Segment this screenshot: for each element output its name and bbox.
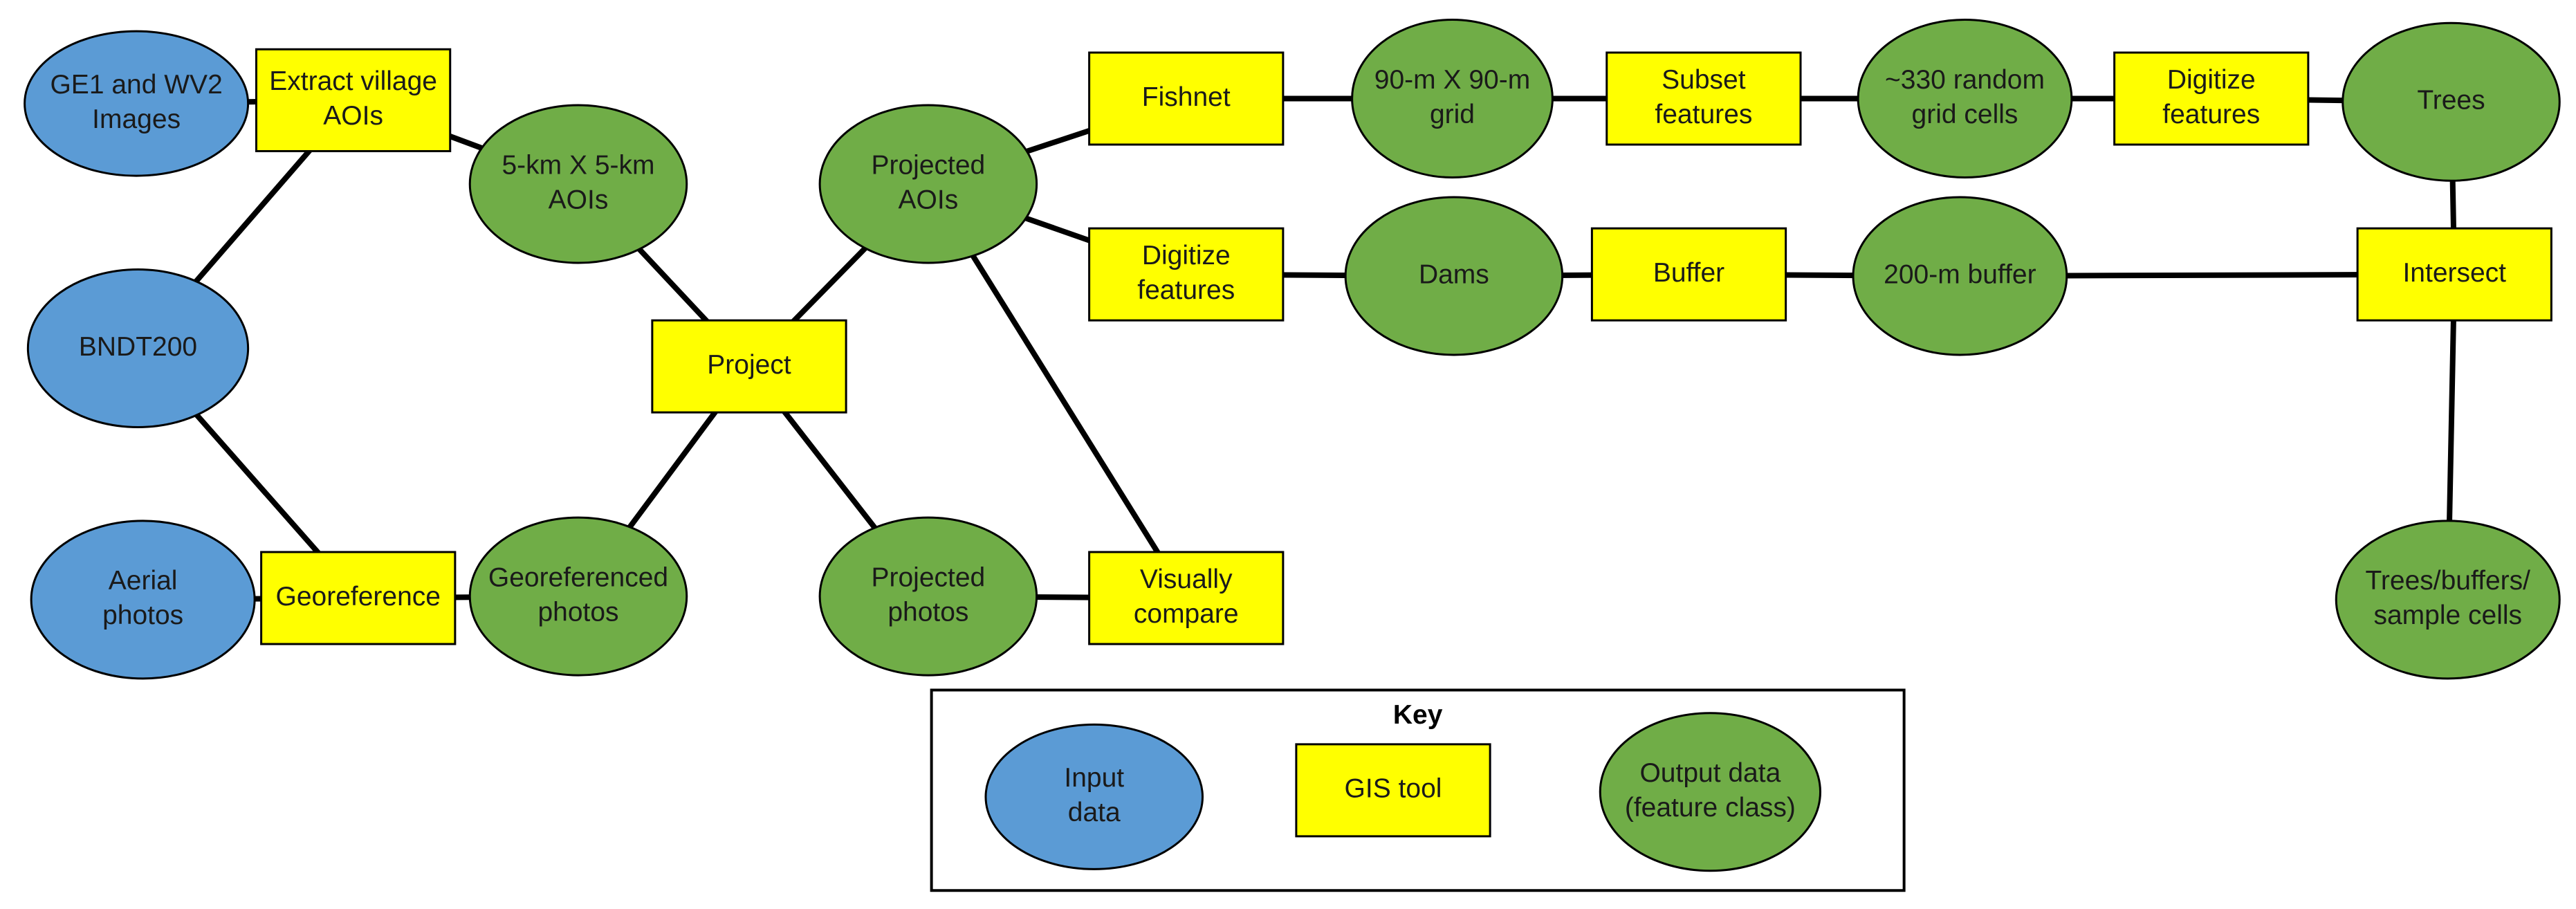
intersect-label-1: Intersect [2402, 258, 2506, 288]
grid-90m-label-1: 90-m X 90-m [1374, 65, 1530, 95]
node-digitize-mid: Digitize features [1088, 227, 1285, 322]
node-buffer: Buffer [1590, 227, 1787, 322]
random-cells-label-2: grid cells [1912, 100, 2018, 129]
node-project: Project [651, 319, 847, 414]
key-output-label-2: (feature class) [1625, 793, 1796, 823]
digitize-top-label-1: Digitize [2167, 65, 2256, 95]
projected-photos-label-1: Projected [871, 562, 985, 592]
grid-90m-ellipse [1351, 19, 1554, 178]
buffer-label-1: Buffer [1653, 258, 1724, 288]
trees-buffers-label-1: Trees/buffers/ [2366, 566, 2531, 596]
aoi-5km-label-2: AOIs [549, 185, 609, 214]
subset-features-label-1: Subset [1662, 65, 1746, 95]
dams-label-1: Dams [1419, 259, 1489, 289]
extract-village-label-1: Extract village [269, 66, 437, 96]
aerial-photos-label-1: Aerial [109, 566, 178, 596]
node-buffer-200m: 200-m buffer [1852, 196, 2068, 356]
visually-compare-label-1: Visually [1140, 564, 1233, 594]
aoi-5km-label-1: 5-km X 5-km [502, 150, 654, 180]
key-input-label-1: Input [1064, 763, 1124, 793]
key-title: Key [1393, 700, 1443, 730]
georef-photos-label-2: photos [537, 597, 618, 627]
node-trees: Trees [2342, 21, 2561, 182]
georef-photos-ellipse [468, 516, 688, 677]
trees-label-1: Trees [2417, 86, 2485, 116]
buffer-200m-ellipse [1852, 196, 2068, 356]
projected-aois-ellipse [818, 104, 1038, 264]
node-dams: Dams [1344, 196, 1564, 356]
ge1-wv2-label-1: GE1 and WV2 [50, 70, 222, 100]
project-box [651, 319, 847, 414]
key-input-ellipse [984, 723, 1204, 870]
node-fishnet: Fishnet [1088, 51, 1285, 146]
node-visually-compare: Visually compare [1088, 551, 1285, 645]
trees-buffers-ellipse [2335, 520, 2561, 680]
aerial-photos-ellipse [30, 520, 256, 680]
node-projected-photos: Projected photos [818, 516, 1038, 677]
projected-photos-ellipse [818, 516, 1038, 677]
key-output-ellipse [1599, 712, 1821, 872]
random-cells-ellipse [1857, 19, 2073, 178]
georeference-box [260, 551, 457, 645]
trees-ellipse [2342, 21, 2561, 182]
project-label-1: Project [707, 350, 791, 380]
intersect-box [2356, 227, 2552, 322]
key-output-label-1: Output data [1639, 758, 1781, 788]
projected-aois-label-1: Projected [871, 150, 985, 180]
node-subset-features: Subset features [1606, 51, 1802, 146]
georeference-label-1: Georeference [276, 582, 441, 612]
node-key-tool: GIS tool [1295, 743, 1491, 838]
digitize-top-box [2113, 51, 2310, 146]
node-random-cells: ~330 random grid cells [1857, 19, 2073, 178]
node-intersect: Intersect [2356, 227, 2552, 322]
bndt200-label-1: BNDT200 [79, 332, 197, 362]
subset-features-box [1606, 51, 1802, 146]
node-digitize-top: Digitize features [2113, 51, 2310, 146]
random-cells-label-1: ~330 random [1885, 65, 2045, 95]
dams-ellipse [1344, 196, 1564, 356]
trees-buffers-label-2: sample cells [2373, 600, 2522, 630]
digitize-top-label-2: features [2162, 100, 2260, 129]
node-georef-photos: Georeferenced photos [468, 516, 688, 677]
digitize-mid-label-2: features [1137, 275, 1235, 305]
node-bndt200: BNDT200 [26, 268, 250, 428]
projected-photos-label-2: photos [887, 597, 968, 627]
visually-compare-box [1088, 551, 1285, 645]
georef-photos-label-1: Georeferenced [488, 562, 668, 592]
node-aerial-photos: Aerial photos [30, 520, 256, 680]
digitize-mid-box [1088, 227, 1285, 322]
key-input-label-2: data [1068, 798, 1121, 827]
extract-village-label-2: AOIs [323, 101, 383, 131]
ge1-wv2-ellipse [24, 30, 250, 177]
aoi-5km-ellipse [468, 104, 688, 264]
buffer-box [1590, 227, 1787, 322]
digitize-mid-label-1: Digitize [1142, 241, 1231, 270]
node-key-output: Output data (feature class) [1599, 712, 1821, 872]
ge1-wv2-label-2: Images [92, 104, 181, 134]
node-georeference: Georeference [260, 551, 457, 645]
key-tool-label-1: GIS tool [1345, 774, 1442, 804]
projected-aois-label-2: AOIs [899, 185, 959, 214]
bndt200-ellipse [26, 268, 250, 428]
extract-village-box [255, 48, 452, 152]
fishnet-box [1088, 51, 1285, 146]
grid-90m-label-2: grid [1430, 100, 1475, 129]
visually-compare-label-2: compare [1134, 599, 1239, 629]
subset-features-label-2: features [1655, 100, 1752, 129]
aerial-photos-label-2: photos [102, 600, 183, 630]
node-grid-90m: 90-m X 90-m grid [1351, 19, 1554, 178]
key-tool-box [1295, 743, 1491, 838]
node-trees-buffers: Trees/buffers/sample cells [2335, 520, 2561, 680]
fishnet-label-1: Fishnet [1142, 82, 1231, 112]
buffer-200m-label-1: 200-m buffer [1884, 259, 2036, 289]
node-key-input: Input data [984, 723, 1204, 870]
